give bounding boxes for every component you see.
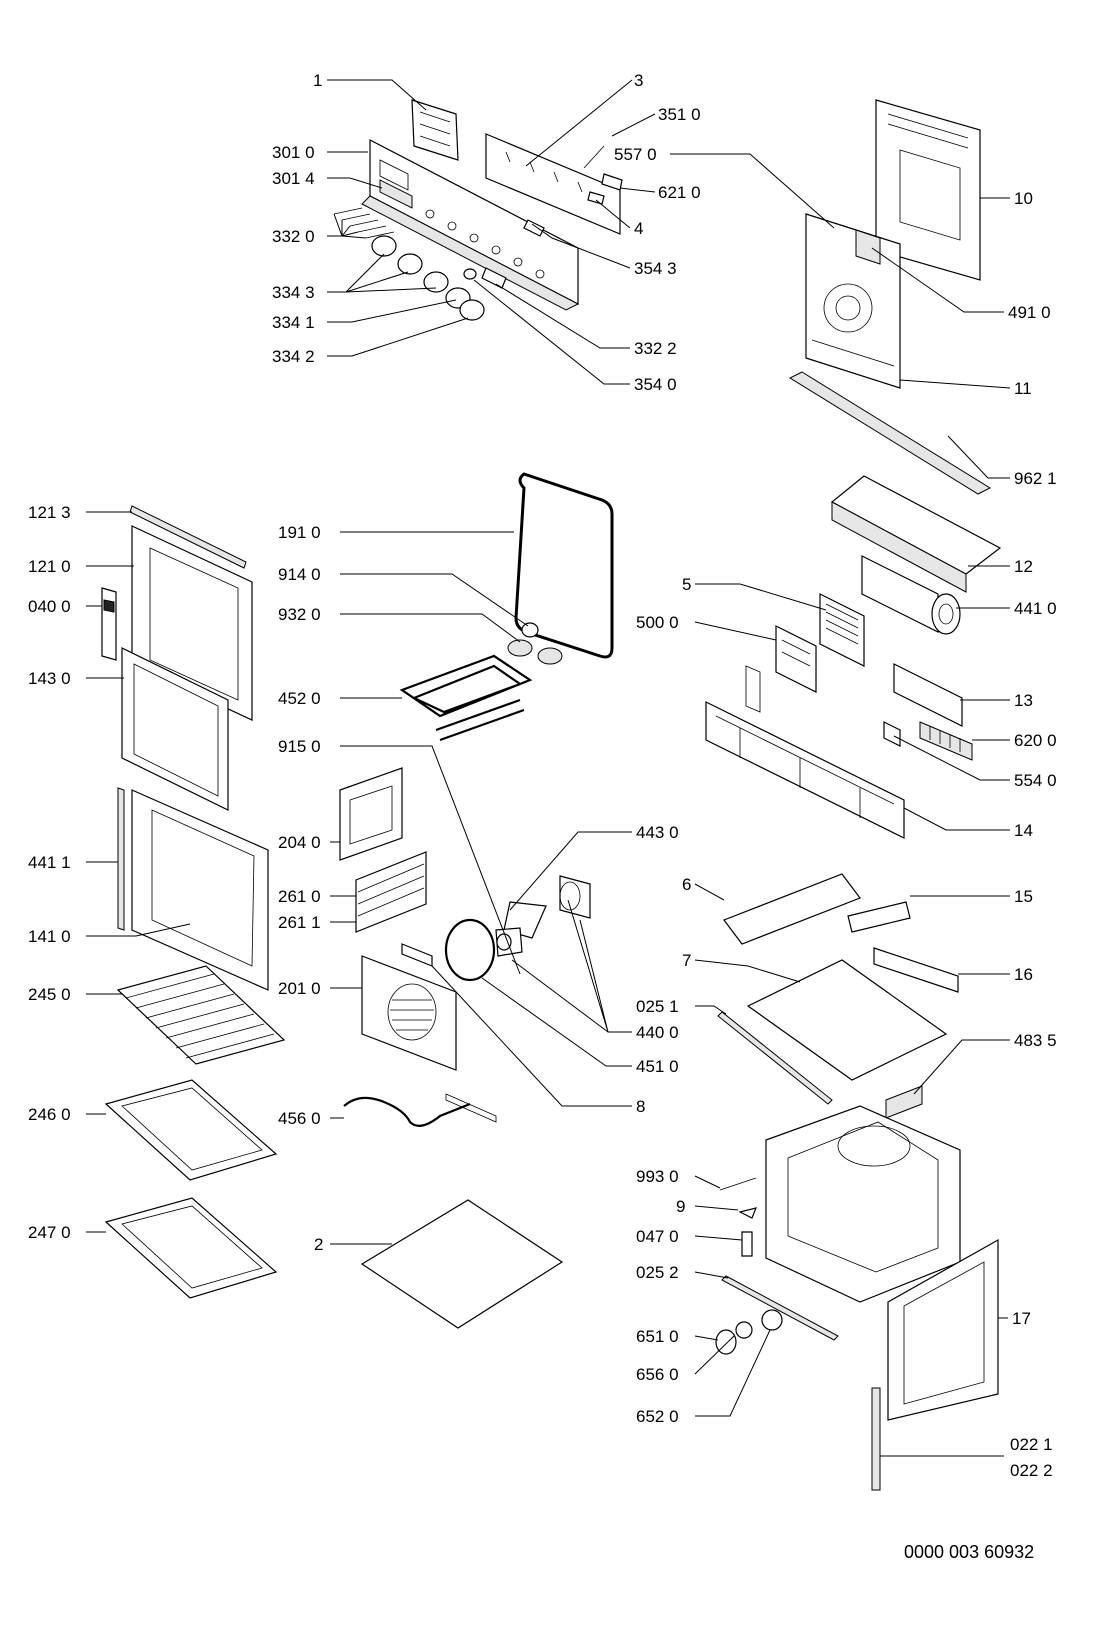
label-4: 4 bbox=[634, 219, 643, 238]
label-261-0: 261 0 bbox=[278, 887, 321, 906]
label-7: 7 bbox=[682, 951, 691, 970]
label-14: 14 bbox=[1014, 821, 1033, 840]
label-9: 9 bbox=[676, 1197, 685, 1216]
label-246-0: 246 0 bbox=[28, 1105, 71, 1124]
electrical-box-group bbox=[705, 475, 1002, 839]
label-932-0: 932 0 bbox=[278, 605, 321, 624]
label-962-1: 962 1 bbox=[1014, 469, 1057, 488]
label-334-2: 334 2 bbox=[272, 347, 315, 366]
label-10: 10 bbox=[1014, 189, 1033, 208]
rear-panel-group bbox=[788, 99, 992, 495]
label-191-0: 191 0 bbox=[278, 523, 321, 542]
label-651-0: 651 0 bbox=[636, 1327, 679, 1346]
heater-group bbox=[339, 472, 614, 1329]
label-332-2: 332 2 bbox=[634, 339, 677, 358]
label-914-0: 914 0 bbox=[278, 565, 321, 584]
label-3: 3 bbox=[634, 71, 643, 90]
label-334-1: 334 1 bbox=[272, 313, 315, 332]
door-group bbox=[101, 505, 269, 991]
label-332-0: 332 0 bbox=[272, 227, 315, 246]
label-301-0: 301 0 bbox=[272, 143, 315, 162]
label-11: 11 bbox=[1014, 379, 1032, 398]
label-652-0: 652 0 bbox=[636, 1407, 679, 1426]
label-5: 5 bbox=[682, 575, 691, 594]
label-301-4: 301 4 bbox=[272, 169, 315, 188]
label-12: 12 bbox=[1014, 557, 1033, 576]
label-441-0: 441 0 bbox=[1014, 599, 1057, 618]
label-656-0: 656 0 bbox=[636, 1365, 679, 1384]
trays-group bbox=[104, 965, 286, 1299]
label-334-3: 334 3 bbox=[272, 283, 315, 302]
label-915-0: 915 0 bbox=[278, 737, 321, 756]
label-025-2: 025 2 bbox=[636, 1263, 679, 1282]
label-201-0: 201 0 bbox=[278, 979, 321, 998]
label-500-0: 500 0 bbox=[636, 613, 679, 632]
leader-lines bbox=[86, 79, 1011, 1457]
label-047-0: 047 0 bbox=[636, 1227, 679, 1246]
label-451-0: 451 0 bbox=[636, 1057, 679, 1076]
label-621-0: 621 0 bbox=[658, 183, 701, 202]
label-557-0: 557 0 bbox=[614, 145, 657, 164]
label-204-0: 204 0 bbox=[278, 833, 321, 852]
control-panel-group bbox=[333, 99, 623, 321]
label-022-1: 022 1 bbox=[1010, 1435, 1053, 1454]
cavity-group bbox=[715, 873, 999, 1491]
label-141-0: 141 0 bbox=[28, 927, 71, 946]
part-labels: 1 3 351 0 301 0 557 0 301 4 621 0 4 332 … bbox=[28, 71, 1057, 1480]
label-483-5: 483 5 bbox=[1014, 1031, 1057, 1050]
label-16: 16 bbox=[1014, 965, 1033, 984]
label-17: 17 bbox=[1012, 1309, 1031, 1328]
label-022-2: 022 2 bbox=[1010, 1461, 1053, 1480]
label-456-0: 456 0 bbox=[278, 1109, 321, 1128]
label-993-0: 993 0 bbox=[636, 1167, 679, 1186]
label-245-0: 245 0 bbox=[28, 985, 71, 1004]
label-620-0: 620 0 bbox=[1014, 731, 1057, 750]
label-15: 15 bbox=[1014, 887, 1033, 906]
label-121-0: 121 0 bbox=[28, 557, 71, 576]
label-452-0: 452 0 bbox=[278, 689, 321, 708]
label-247-0: 247 0 bbox=[28, 1223, 71, 1242]
label-121-3: 121 3 bbox=[28, 503, 71, 522]
label-354-3: 354 3 bbox=[634, 259, 677, 278]
label-040-0: 040 0 bbox=[28, 597, 71, 616]
label-261-1: 261 1 bbox=[278, 913, 321, 932]
label-440-0: 440 0 bbox=[636, 1023, 679, 1042]
label-025-1: 025 1 bbox=[636, 997, 679, 1016]
label-143-0: 143 0 bbox=[28, 669, 71, 688]
label-554-0: 554 0 bbox=[1014, 771, 1057, 790]
label-1: 1 bbox=[313, 71, 322, 90]
label-8: 8 bbox=[636, 1097, 645, 1116]
label-441-1: 441 1 bbox=[28, 853, 71, 872]
label-443-0: 443 0 bbox=[636, 823, 679, 842]
label-6: 6 bbox=[682, 875, 691, 894]
drawing-number: 0000 003 60932 bbox=[904, 1542, 1034, 1562]
label-13: 13 bbox=[1014, 691, 1033, 710]
label-351-0: 351 0 bbox=[658, 105, 701, 124]
label-2: 2 bbox=[314, 1235, 323, 1254]
label-354-0: 354 0 bbox=[634, 375, 677, 394]
label-491-0: 491 0 bbox=[1008, 303, 1051, 322]
